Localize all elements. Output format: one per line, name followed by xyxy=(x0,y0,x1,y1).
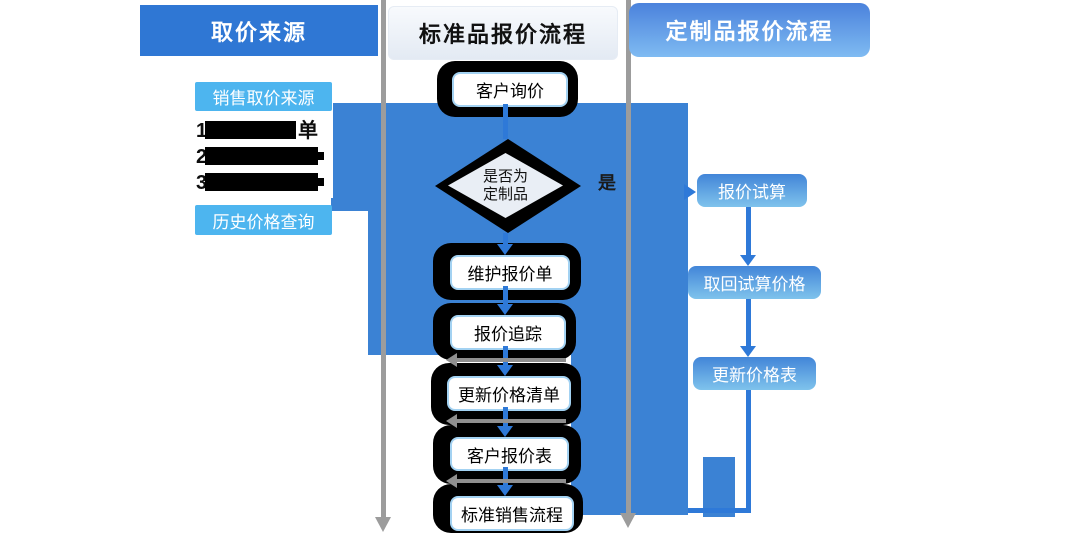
flow-arrowhead xyxy=(497,485,513,496)
lane-divider-1 xyxy=(381,0,386,517)
step-update-price-list: 更新价格清单 xyxy=(447,376,571,411)
list-item-1-number: 1 xyxy=(196,120,208,142)
flow-arrow xyxy=(746,207,751,256)
decision-line1: 是否为 xyxy=(482,167,528,185)
step-standard-sales-process-label: 标准销售流程 xyxy=(461,506,563,525)
flow-arrow xyxy=(746,299,751,347)
back-arrow-line xyxy=(456,358,566,362)
back-arrow-line xyxy=(456,419,566,423)
custom-step-update-price-table: 更新价格表 xyxy=(693,357,816,390)
flow-arrowhead xyxy=(497,365,513,376)
custom-step-retrieve-trial-price-label: 取回试算价格 xyxy=(703,275,806,294)
redacted-text-bar-3 xyxy=(205,173,324,191)
return-line-vertical xyxy=(746,390,751,513)
custom-step-trial-quotation: 报价试算 xyxy=(697,174,807,207)
step-maintain-quotation: 维护报价单 xyxy=(450,255,570,290)
step-quotation-tracking-label: 报价追踪 xyxy=(474,325,542,344)
yes-branch-label: 是 xyxy=(598,173,616,193)
flow-arrowhead xyxy=(497,244,513,255)
lane-divider-2-arrowhead xyxy=(620,513,636,528)
flow-arrow xyxy=(503,346,508,366)
flow-arrowhead xyxy=(497,304,513,315)
lane-header-price-source-label: 取价来源 xyxy=(210,19,307,45)
step-update-price-list-label: 更新价格清单 xyxy=(458,386,560,405)
lane-header-custom-flow-label: 定制品报价流程 xyxy=(665,19,834,44)
lane-header-standard-flow-label: 标准品报价流程 xyxy=(418,22,587,47)
flow-arrow xyxy=(503,467,508,486)
redacted-text-bar-1 xyxy=(205,121,296,139)
back-arrowhead xyxy=(446,474,457,488)
step-maintain-quotation-label: 维护报价单 xyxy=(467,265,553,284)
history-price-query-label: 历史价格查询 xyxy=(212,212,315,232)
sales-price-source-box: 销售取价来源 xyxy=(195,82,332,111)
lane-divider-1-arrowhead xyxy=(375,517,391,532)
history-price-query-box: 历史价格查询 xyxy=(195,205,332,235)
step-customer-quotation-table: 客户报价表 xyxy=(450,437,569,471)
step-customer-quotation-table-label: 客户报价表 xyxy=(467,446,552,466)
custom-step-retrieve-trial-price: 取回试算价格 xyxy=(688,266,821,299)
lane-header-standard-flow: 标准品报价流程 xyxy=(388,6,618,60)
list-item-3-number: 3 xyxy=(196,172,208,194)
flow-arrowhead xyxy=(740,346,756,357)
back-arrowhead xyxy=(446,353,457,367)
flow-arrow xyxy=(503,104,508,139)
step-customer-inquiry: 客户询价 xyxy=(452,72,568,107)
return-line-horizontal xyxy=(688,508,751,513)
sales-price-source-label: 销售取价来源 xyxy=(212,89,315,108)
flow-arrowhead xyxy=(497,426,513,437)
custom-step-trial-quotation-label: 报价试算 xyxy=(718,183,786,202)
step-customer-inquiry-label: 客户询价 xyxy=(476,82,544,101)
back-arrow-line xyxy=(456,479,566,483)
custom-step-update-price-table-label: 更新价格表 xyxy=(712,366,797,385)
yes-branch-arrowhead xyxy=(684,184,696,200)
back-arrowhead xyxy=(446,414,457,428)
small-blue-block xyxy=(703,457,735,517)
step-standard-sales-process: 标准销售流程 xyxy=(450,496,574,531)
lane-header-price-source: 取价来源 xyxy=(140,5,378,56)
flow-arrowhead xyxy=(740,255,756,266)
flow-arrow xyxy=(503,407,508,427)
list-item-1-suffix: 单 xyxy=(298,120,318,142)
redacted-text-bar-2 xyxy=(205,147,324,165)
flow-arrow xyxy=(503,233,508,245)
flow-arrow xyxy=(503,286,508,305)
step-quotation-tracking: 报价追踪 xyxy=(450,315,566,350)
lane-divider-2 xyxy=(626,0,631,513)
list-item-2-number: 2 xyxy=(196,146,208,168)
history-box-connector xyxy=(331,198,371,211)
decision-line2: 定制品 xyxy=(482,185,528,203)
lane-header-custom-flow: 定制品报价流程 xyxy=(629,3,870,57)
